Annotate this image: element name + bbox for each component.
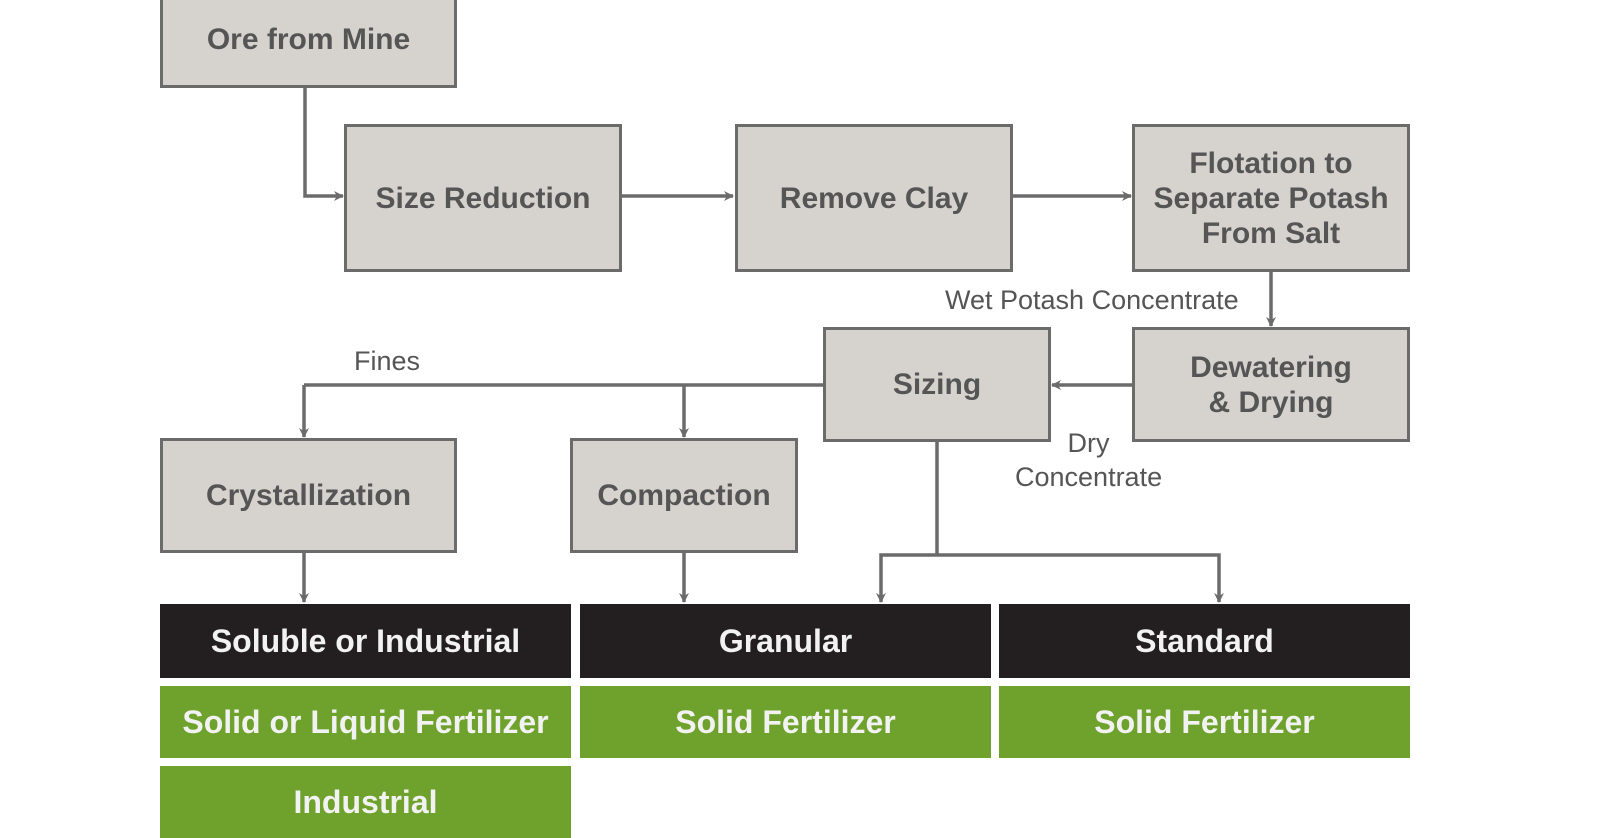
box-remove-clay: Remove Clay: [735, 124, 1013, 272]
box-dewatering-drying: Dewatering & Drying: [1132, 327, 1410, 442]
arrow-sizing-to-standard: [937, 553, 1224, 603]
label-wet-potash-concentrate: Wet Potash Concentrate: [945, 285, 1239, 315]
box-crystallization: Crystallization: [160, 438, 457, 553]
use-granular-solid-fertilizer: Solid Fertilizer: [580, 686, 991, 758]
product-granular: Granular: [580, 604, 991, 678]
product-soluble-or-industrial: Soluble or Industrial: [160, 604, 571, 678]
use-solid-or-liquid-fertilizer: Solid or Liquid Fertilizer: [160, 686, 571, 758]
box-flotation: Flotation to Separate Potash From Salt: [1132, 124, 1410, 272]
product-standard: Standard: [999, 604, 1410, 678]
box-ore-from-mine: Ore from Mine: [160, 0, 457, 88]
box-compaction: Compaction: [570, 438, 798, 553]
box-size-reduction: Size Reduction: [344, 124, 622, 272]
arrow-sizing-to-granular: [876, 553, 937, 603]
box-sizing: Sizing: [823, 327, 1051, 442]
arrow-ore-to-size-reduction: [303, 87, 344, 201]
use-industrial: Industrial: [160, 766, 571, 838]
label-dry-concentrate: Dry Concentrate: [1015, 428, 1163, 492]
label-fines: Fines: [354, 346, 421, 376]
use-standard-solid-fertilizer: Solid Fertilizer: [999, 686, 1410, 758]
